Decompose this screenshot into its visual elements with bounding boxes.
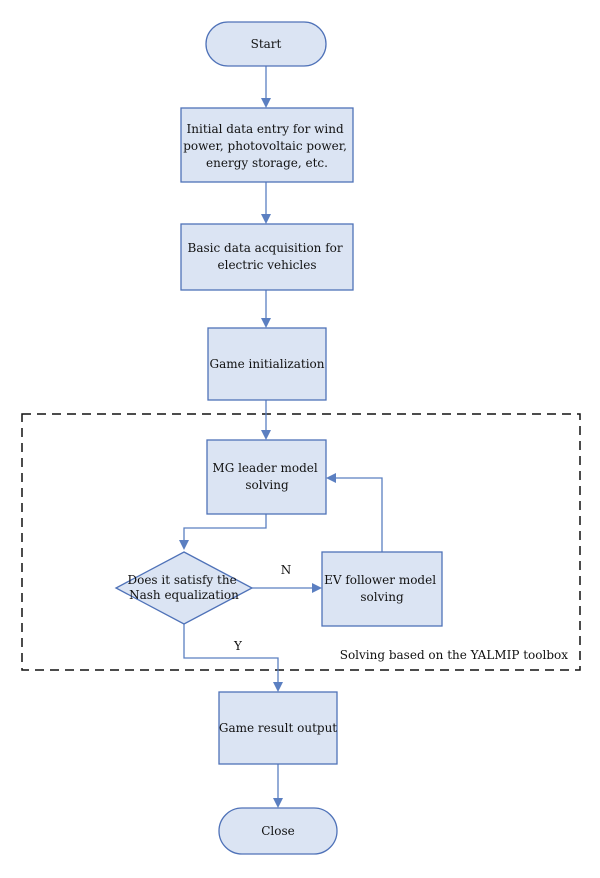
leader-line-1: MG leader model — [212, 461, 318, 475]
follower-box — [321, 551, 443, 627]
solving-boundary-label: Solving based on the YALMIP toolbox — [340, 648, 569, 662]
edge-label-yes: Y — [233, 639, 243, 653]
data-entry-line-3: energy storage, etc. — [206, 156, 328, 170]
edge-label-no: N — [281, 563, 292, 577]
data-entry-line-1: Initial data entry for wind — [187, 122, 344, 136]
node-close: Close — [218, 807, 338, 855]
node-leader: MG leader model solving — [206, 439, 327, 515]
node-result: Game result output — [218, 691, 338, 765]
decision-line-2: Nash equalization — [129, 588, 239, 602]
node-game-init: Game initialization — [207, 327, 327, 401]
follower-line-1: EV follower model — [324, 573, 436, 587]
edge-leader-to-decision — [179, 514, 267, 550]
decision-diamond — [114, 551, 254, 625]
node-start: Start — [205, 21, 327, 67]
close-label: Close — [261, 824, 295, 838]
ev-acquisition-box — [180, 223, 354, 291]
node-ev-acquisition: Basic data acquisition for electric vehi… — [180, 223, 354, 291]
start-label: Start — [251, 37, 282, 51]
leader-box — [206, 439, 327, 515]
data-entry-box — [180, 107, 354, 183]
game-init-label: Game initialization — [209, 357, 324, 371]
result-label: Game result output — [219, 721, 337, 735]
data-entry-text: Initial data entry for wind power, photo… — [183, 122, 351, 170]
start-terminator-shape — [205, 21, 327, 67]
node-decision: Does it satisfy the Nash equalization — [114, 551, 254, 625]
edge-decision-to-result — [183, 624, 283, 692]
decision-line-1: Does it satisfy the — [127, 573, 236, 587]
ev-acquisition-text: Basic data acquisition for electric vehi… — [188, 241, 347, 272]
follower-line-2: solving — [360, 590, 404, 604]
node-follower: EV follower model solving — [321, 551, 443, 627]
data-entry-line-2: power, photovoltaic power, — [183, 139, 347, 153]
ev-acquisition-line-2: electric vehicles — [218, 258, 317, 272]
leader-line-2: solving — [245, 478, 289, 492]
solving-boundary — [21, 413, 581, 671]
edges — [179, 66, 383, 808]
ev-acquisition-line-1: Basic data acquisition for — [188, 241, 343, 255]
decision-text: Does it satisfy the Nash equalization — [127, 573, 240, 602]
result-box — [218, 691, 338, 765]
node-data-entry: Initial data entry for wind power, photo… — [180, 107, 354, 183]
close-terminator-shape — [218, 807, 338, 855]
game-init-box — [207, 327, 327, 401]
leader-text: MG leader model solving — [212, 461, 321, 492]
edge-follower-to-leader — [326, 473, 383, 552]
follower-text: EV follower model solving — [324, 573, 440, 604]
